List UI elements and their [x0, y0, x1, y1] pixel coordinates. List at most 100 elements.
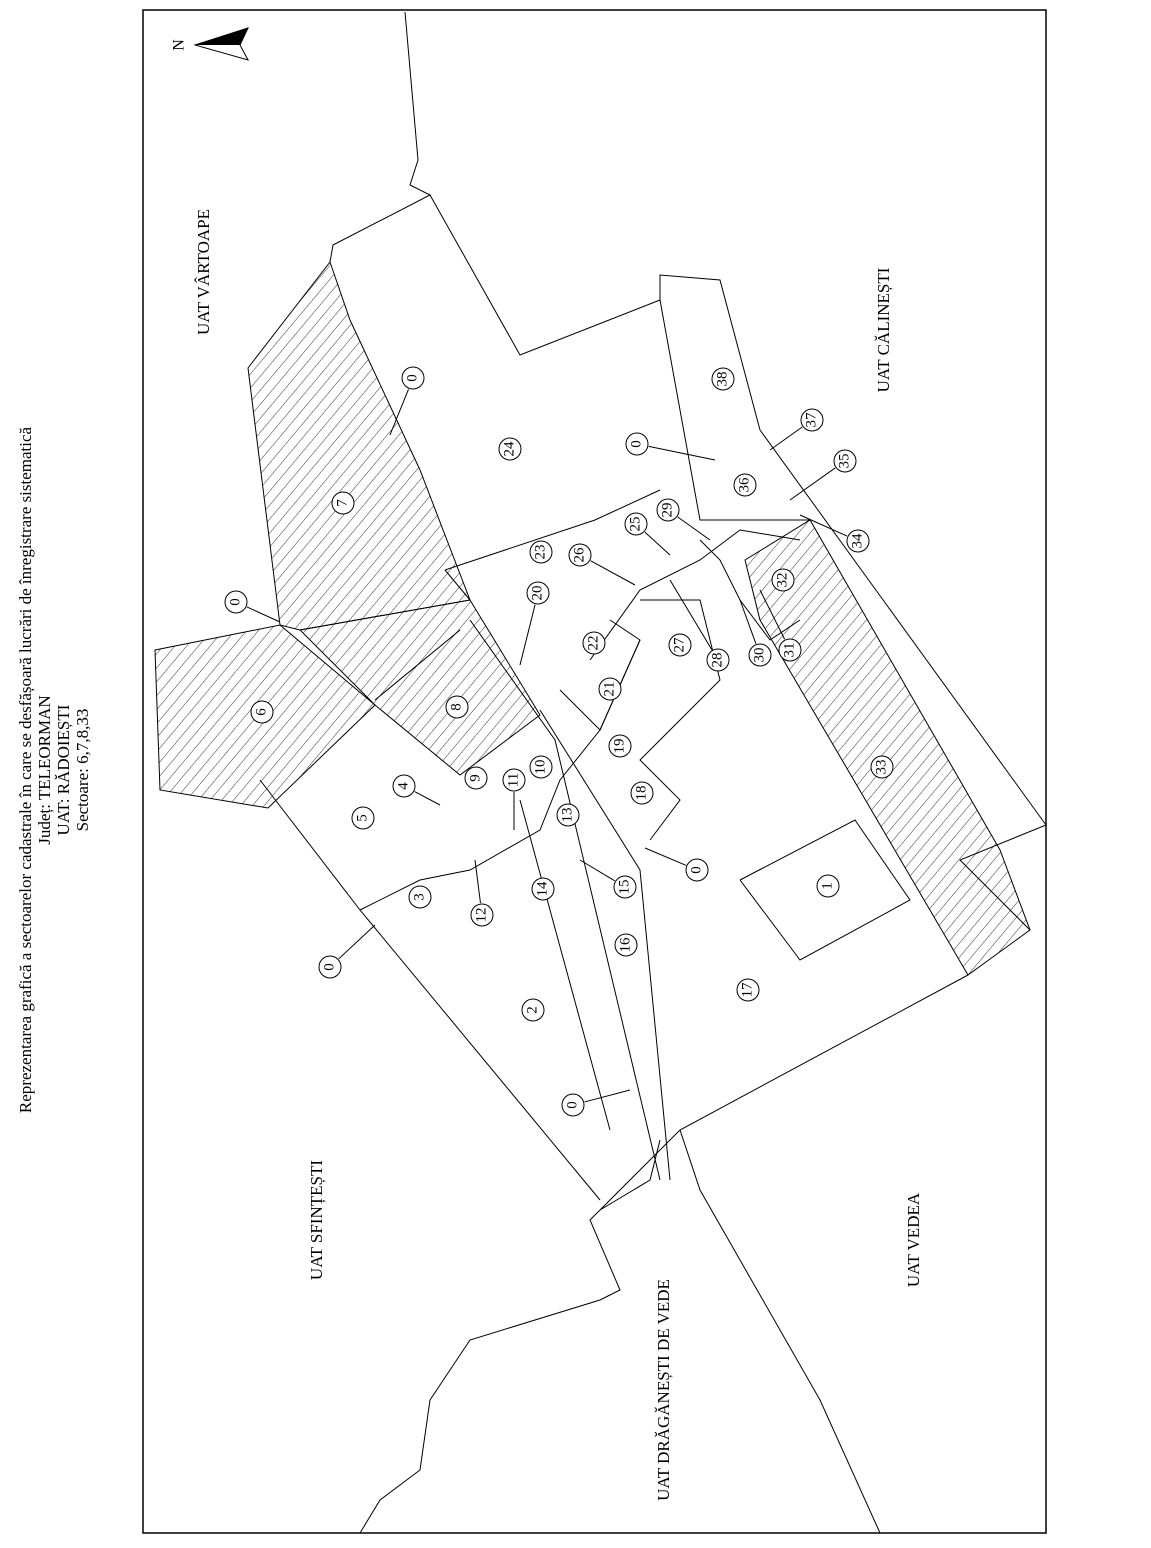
leader-arrow [799, 514, 848, 537]
sector-label-circle [331, 491, 355, 515]
sector-label-circle [613, 875, 637, 899]
sector-number: 14 [534, 881, 550, 897]
sector-number: 32 [774, 573, 790, 588]
sector-label-circle [464, 766, 488, 790]
sector-label-circle [401, 366, 425, 390]
map-frame [142, 9, 1047, 1534]
sector-label-4: 4 [392, 774, 441, 806]
sector-label-15: 15 [579, 859, 637, 899]
sector-label-circle [445, 695, 469, 719]
sector-label-circle [556, 803, 580, 827]
sector-label-circle [778, 638, 802, 662]
sector-number: 27 [671, 637, 687, 653]
leader-arrow [414, 791, 441, 806]
sector-label-circle [531, 877, 555, 901]
leader-arrow [644, 847, 687, 866]
sector-number: 23 [532, 545, 548, 560]
sector-label-2: 2 [521, 998, 545, 1022]
sector-label-circle [392, 774, 416, 798]
sector-label-18: 18 [630, 781, 654, 805]
sector-number: 20 [529, 586, 545, 601]
sector-label-circle [624, 512, 648, 536]
sector-label-11: 11 [502, 768, 526, 830]
north-label: N [171, 39, 188, 51]
sector-number: 36 [736, 477, 752, 493]
sector-label-circle [318, 955, 342, 979]
sector-label-16: 16 [614, 933, 638, 957]
sector-number: 30 [751, 648, 767, 663]
sector-label-38: 38 [711, 367, 735, 391]
sector-number: 9 [467, 774, 483, 782]
sector-label-circle [625, 432, 649, 456]
leader-arrow [677, 516, 711, 541]
leader-arrow [590, 560, 636, 586]
leader-arrow [648, 445, 716, 461]
sector-label-29: 29 [656, 498, 711, 541]
sector-number: 37 [803, 412, 819, 428]
leader-arrow [579, 859, 615, 882]
sector-label-20: 20 [519, 581, 550, 666]
sector-label-circle [668, 633, 692, 657]
sector-label-circle [529, 755, 553, 779]
sector-label-0: 0 [318, 924, 376, 979]
sector-number: 35 [836, 454, 852, 469]
sector-number: 13 [559, 808, 575, 823]
sector-number: 2 [524, 1006, 540, 1014]
sector-number: 0 [688, 866, 704, 874]
sector-label-1: 1 [816, 874, 840, 898]
sector-label-0: 0 [561, 1089, 631, 1117]
leader-arrow [769, 426, 803, 451]
sector-number: 11 [505, 773, 521, 787]
leader-arrow [789, 467, 836, 501]
boundaries [259, 11, 1047, 1534]
leader-arrow [739, 599, 757, 644]
sector-label-17: 17 [736, 978, 760, 1002]
sector-label-circle [502, 768, 526, 792]
sector-number: 29 [659, 503, 675, 518]
sector-label-27: 27 [668, 633, 692, 657]
sector-label-circle [833, 449, 857, 473]
sector-number: 22 [585, 636, 601, 651]
sector-label-9: 9 [464, 766, 488, 790]
sector-label-28: 28 [669, 579, 730, 672]
sector-label-14: 14 [531, 877, 555, 901]
sector-label-30: 30 [739, 599, 772, 667]
sector-label-25: 25 [624, 512, 671, 556]
uat-draganesti-label: UAT DRĂGĂNEȘTI DE VEDE [654, 1279, 673, 1501]
sector-number: 38 [714, 372, 730, 387]
sector-label-circle [224, 590, 248, 614]
sector-label-circle [816, 874, 840, 898]
sector-label-circle [846, 529, 870, 553]
sector-label-circle [250, 700, 274, 724]
highlighted-sectors [154, 260, 1031, 976]
sector-number: 8 [448, 703, 464, 711]
sector-label-circle [521, 998, 545, 1022]
leader-arrow [669, 579, 713, 650]
sector-label-circle [736, 978, 760, 1002]
sector-label-circle [498, 437, 522, 461]
sector-number: 25 [627, 517, 643, 532]
sector-label-circle [771, 568, 795, 592]
sector-number: 34 [849, 533, 865, 549]
sector-label-24: 24 [498, 437, 522, 461]
sector-label-36: 36 [733, 473, 757, 497]
sector-label-22: 22 [582, 631, 606, 655]
sector-label-circle [748, 643, 772, 667]
sector-label-circle [685, 858, 709, 882]
sector-label-circle [470, 903, 494, 927]
sector-label-circle [526, 581, 550, 605]
sector-label-circle [351, 806, 375, 830]
sector-label-8: 8 [445, 695, 469, 719]
sector-label-0: 0 [644, 847, 709, 882]
sector-label-circle [582, 631, 606, 655]
neighbour-labels: UAT VÂRTOAPE UAT CĂLINEȘTI UAT SFINȚEȘTI… [194, 209, 923, 1501]
sector-label-35: 35 [789, 449, 857, 501]
sector-number: 0 [227, 598, 243, 606]
sector-number: 12 [473, 908, 489, 923]
sector-number: 16 [617, 937, 633, 953]
sector-number: 31 [781, 643, 797, 658]
uat-vedea-label: UAT VEDEA [904, 1192, 923, 1287]
sector-label-0: 0 [389, 366, 425, 436]
sector-number: 15 [616, 880, 632, 895]
sector-label-10: 10 [529, 755, 553, 779]
